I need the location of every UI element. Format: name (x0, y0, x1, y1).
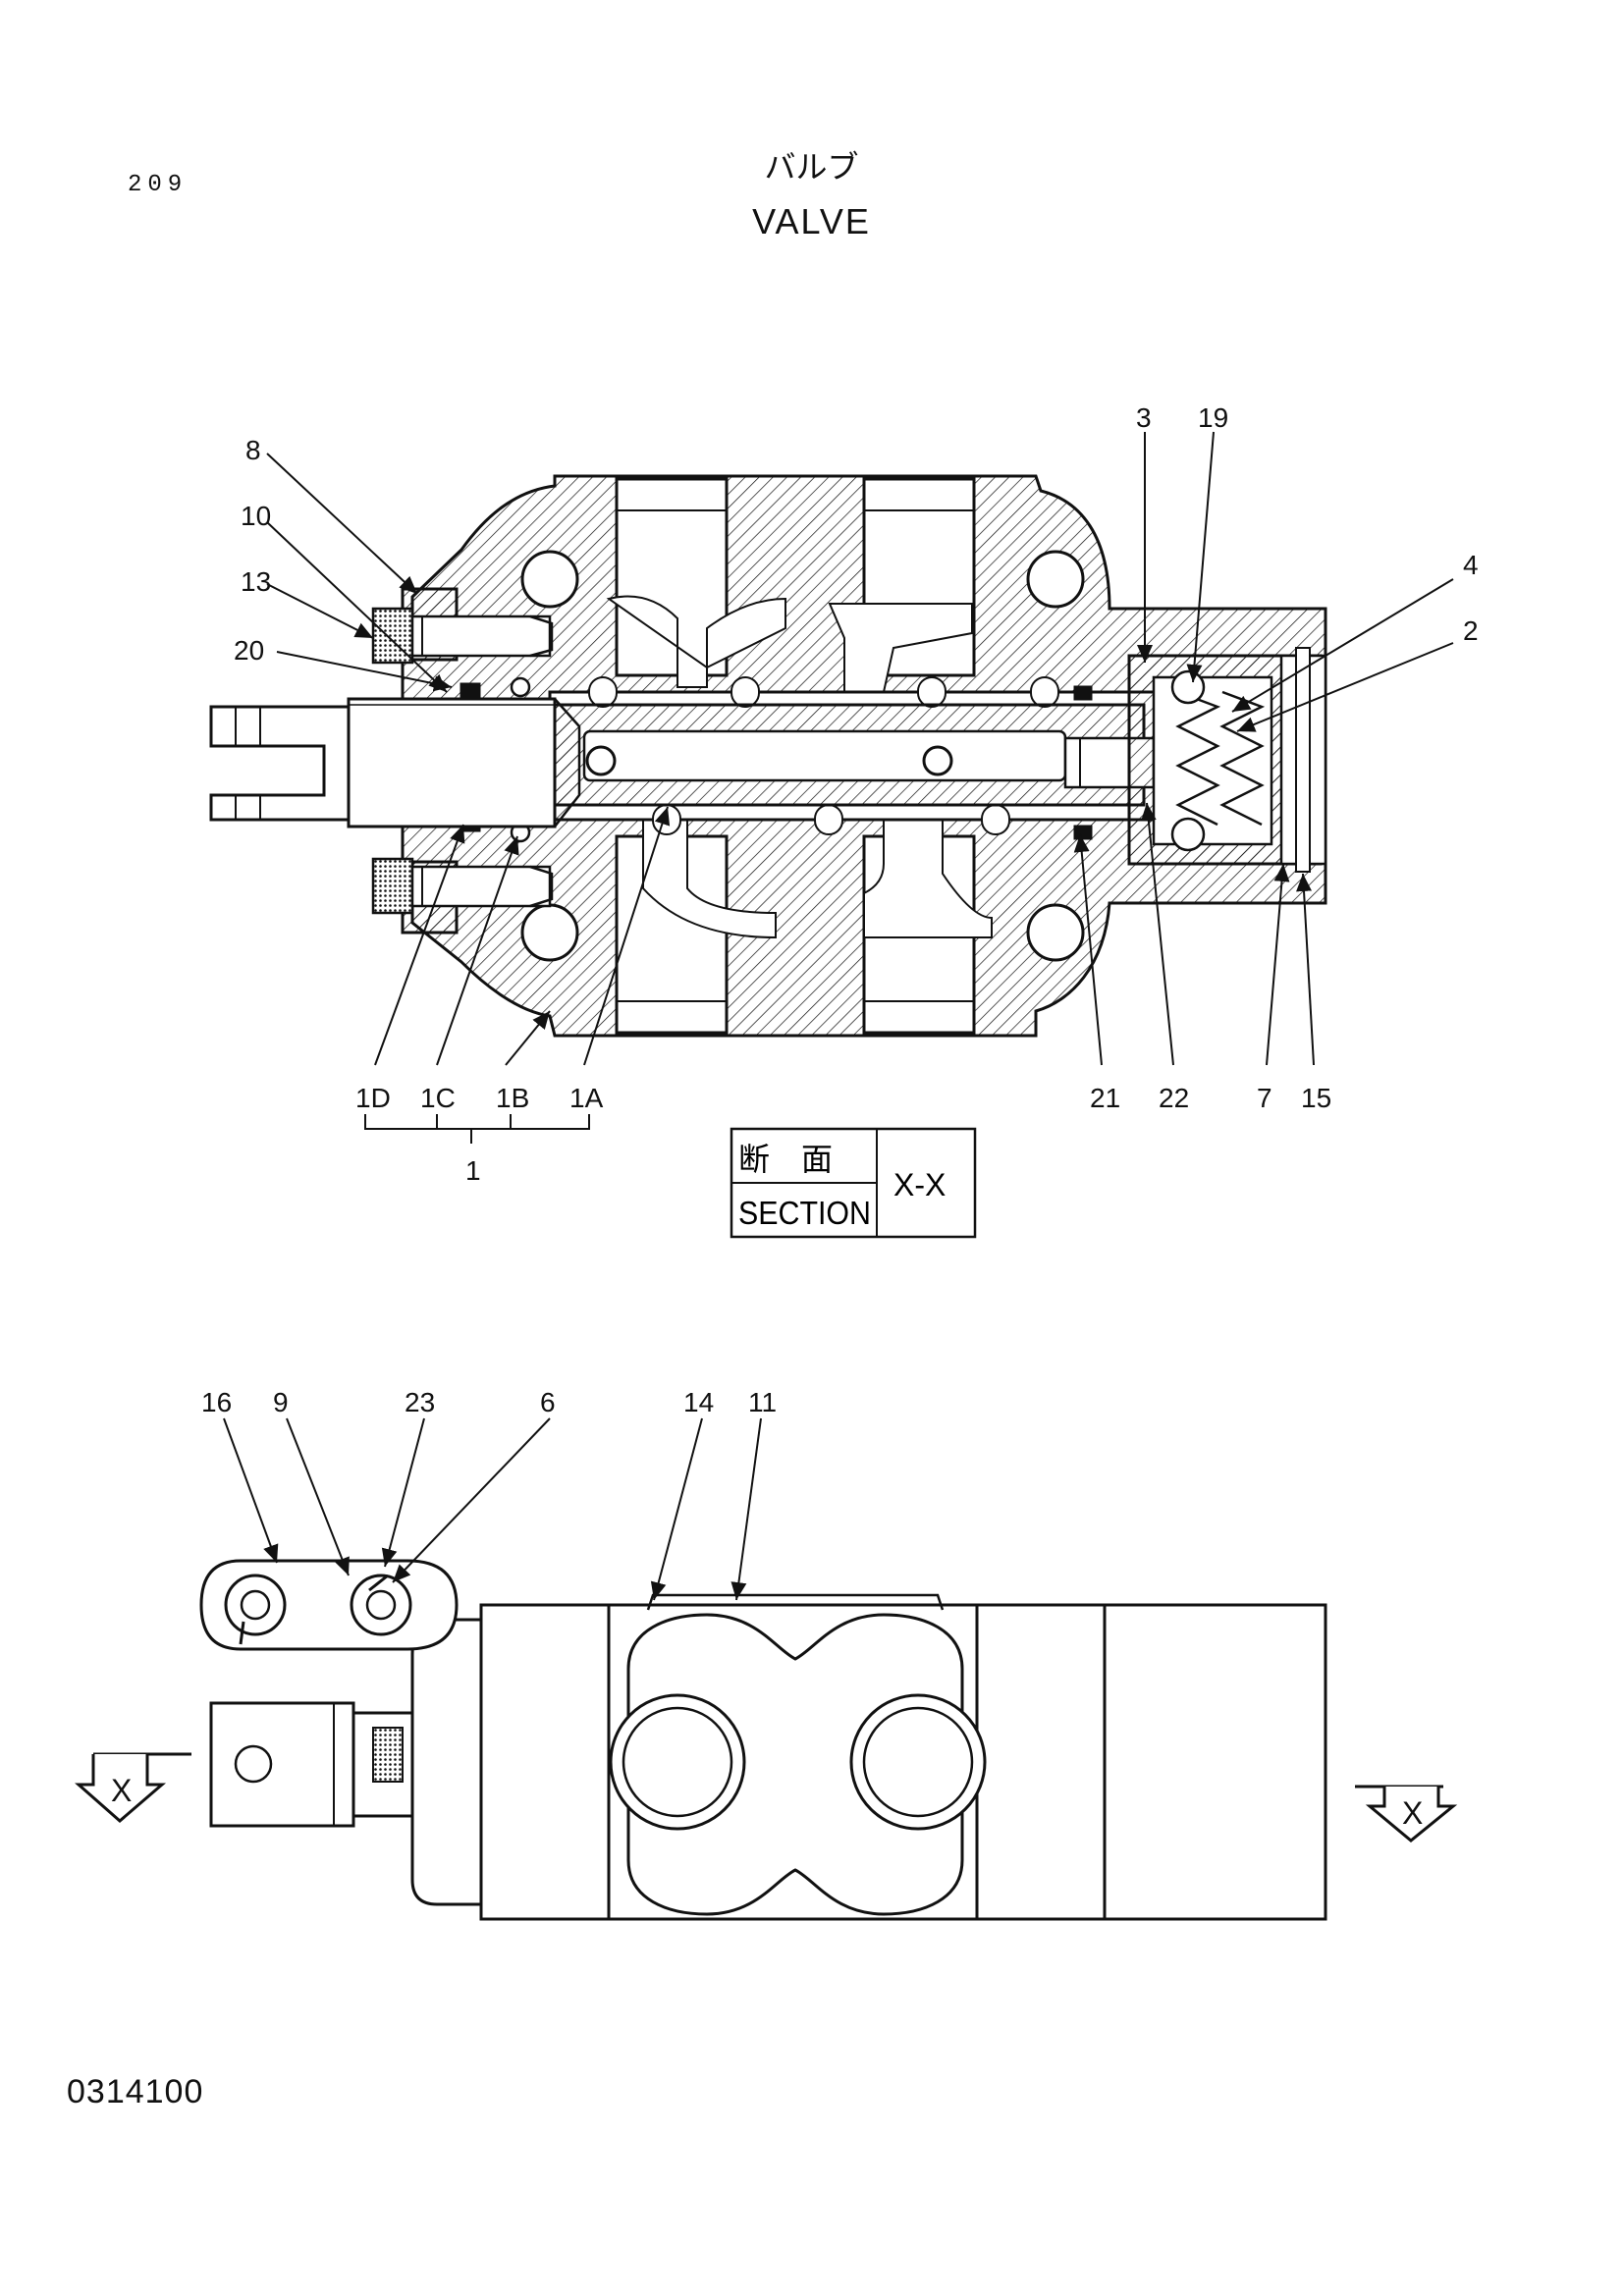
callout-8: 8 (245, 435, 261, 465)
section-leaders (266, 431, 1454, 1144)
callout-1d: 1D (355, 1083, 391, 1113)
title-japanese: バルブ (764, 148, 859, 186)
clevis (209, 705, 351, 822)
section-label-box: 断 面 SECTION X-X (730, 1127, 977, 1239)
callout-15: 15 (1301, 1083, 1331, 1113)
callout-2: 2 (1463, 615, 1479, 646)
callout-1a: 1A (569, 1083, 604, 1113)
document-code: 0314100 (67, 2073, 204, 2110)
callout-19: 19 (1198, 402, 1228, 433)
section-marker-left (75, 1752, 191, 1823)
callout-1c: 1C (420, 1083, 456, 1113)
section-marker-left-label: X (111, 1773, 132, 1808)
section-view (209, 474, 1327, 1038)
callout-10: 10 (241, 501, 271, 531)
callout-22: 22 (1159, 1083, 1189, 1113)
section-marker-right-label: X (1402, 1795, 1423, 1831)
callout-21: 21 (1090, 1083, 1120, 1113)
callout-20: 20 (234, 635, 264, 666)
callout-11: 11 (748, 1387, 777, 1417)
callout-7: 7 (1257, 1083, 1272, 1113)
callout-16: 16 (201, 1387, 232, 1417)
section-marker-right (1355, 1785, 1458, 1842)
section-view-id: X-X (893, 1167, 946, 1202)
section-label-jp: 断 面 (738, 1142, 833, 1177)
section-label-en: SECTION (738, 1195, 871, 1231)
callout-4: 4 (1463, 550, 1479, 580)
callout-9: 9 (273, 1387, 289, 1417)
external-leaders (223, 1417, 762, 1601)
callout-1b: 1B (496, 1083, 529, 1113)
callout-group-1: 1 (465, 1155, 481, 1186)
callout-13: 13 (241, 566, 271, 597)
title-english: VALVE (752, 201, 871, 241)
callout-14: 14 (683, 1387, 714, 1417)
callout-3: 3 (1136, 402, 1152, 433)
callout-23: 23 (405, 1387, 435, 1417)
page-number: 209 (128, 172, 189, 198)
external-view (199, 1559, 1327, 1921)
callout-6: 6 (540, 1387, 556, 1417)
clevis-external (209, 1701, 355, 1828)
port-plate (626, 1613, 964, 1916)
